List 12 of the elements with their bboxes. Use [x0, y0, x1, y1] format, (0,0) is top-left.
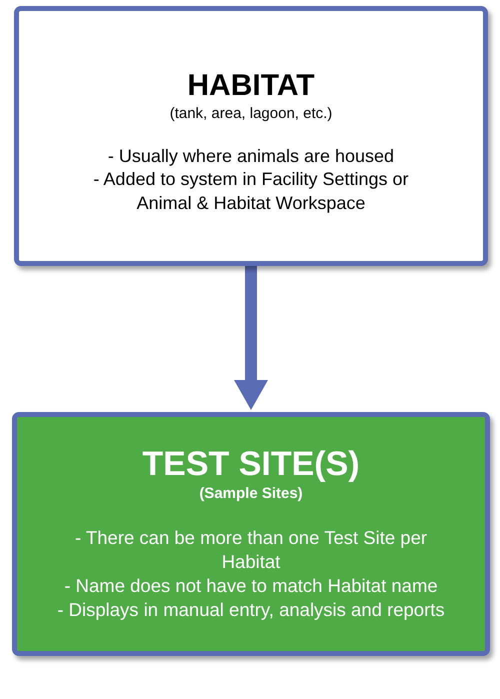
bullet-text: - Displays in manual entry, analysis and reports — [57, 598, 445, 622]
arrow — [234, 266, 268, 410]
bullet-text: - Added to system in Facility Settings or Animal & Habitat Workspace — [92, 168, 410, 215]
bullet-text: - Usually where animals are housed — [108, 145, 394, 168]
text-box — [12, 412, 490, 656]
text-box — [14, 6, 488, 266]
box-subtitle: (tank, area, lagoon, etc.) — [170, 104, 332, 123]
box-title: TEST SITE(S) — [142, 445, 360, 484]
bullet-text: - Name does not have to match Habitat name — [64, 574, 438, 598]
bullet-text: - There can be more than one Test Site per Habitat — [74, 526, 428, 574]
box-subtitle: (Sample Sites) — [199, 484, 303, 504]
box-title: HABITAT — [187, 69, 315, 104]
